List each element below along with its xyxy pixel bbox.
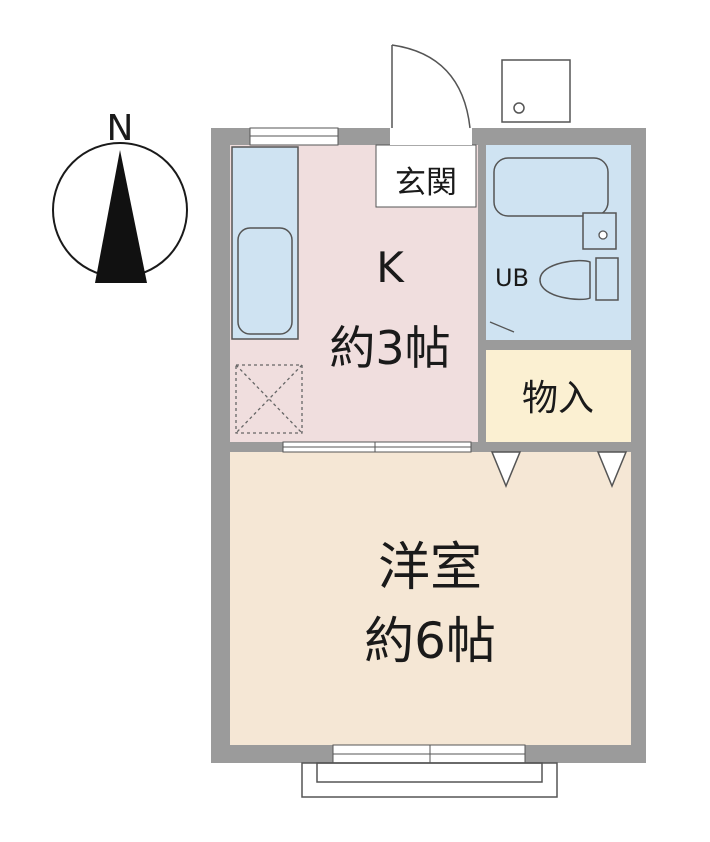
storage-room: [486, 350, 631, 442]
inner-wall-storage-left: [478, 350, 486, 442]
compass-needle-icon: [95, 150, 147, 283]
door-opening: [390, 128, 472, 145]
toilet-tank-icon: [595, 257, 619, 301]
inner-wall-storage: [486, 340, 631, 350]
compass: N: [52, 108, 188, 283]
western-name: 洋室: [378, 538, 482, 598]
bath-name: UB: [495, 264, 529, 292]
inner-wall-bath: [478, 145, 486, 350]
washbasin-icon: [582, 212, 617, 250]
bath-fixtures: [489, 157, 619, 333]
sliding-door-middle: [282, 441, 472, 453]
kitchen-size: 約3帖: [329, 321, 450, 375]
western-room: [230, 452, 631, 745]
entrance-door: [391, 44, 471, 129]
entrance-name: 玄関: [395, 165, 457, 201]
outdoor-fixture: [501, 59, 571, 123]
refrigerator-space: [235, 364, 303, 434]
storage-name: 物入: [522, 378, 594, 419]
kitchen-name: K: [376, 243, 405, 292]
kitchen-sink-icon: [237, 227, 293, 335]
bathtub-icon: [493, 157, 609, 217]
bottom-window: [332, 744, 526, 764]
balcony: [301, 762, 558, 798]
toilet-icon: [539, 259, 591, 301]
closet-doors: [490, 451, 628, 488]
kitchen-counter: [231, 146, 299, 340]
western-size: 約6帖: [364, 612, 496, 670]
